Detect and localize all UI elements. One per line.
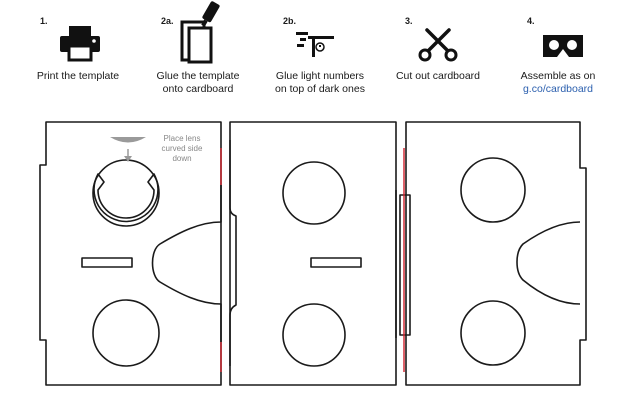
lens-instruction-line: Place lens — [163, 134, 201, 143]
cardboard-viewer-icon — [543, 35, 583, 57]
step-1-label: Print the template — [37, 70, 119, 83]
template-panel-middle — [229, 121, 397, 386]
printer-icon — [60, 26, 100, 62]
step-2b-label-line: on top of dark ones — [275, 83, 365, 95]
step-2a-number: 2a. — [161, 16, 174, 26]
step-3-label: Cut out cardboard — [396, 70, 480, 83]
lens-hole-right-bottom — [460, 300, 526, 366]
step-4-label-line: Assemble as on — [520, 70, 596, 82]
inner-tab-left — [229, 140, 237, 366]
glue-icon — [180, 1, 220, 64]
step-2b-label-line: Glue light numbers — [275, 70, 365, 82]
nose-cutout-middle — [151, 185, 222, 342]
template-panel-right — [405, 121, 587, 386]
step-1-label-line: Print the template — [36, 70, 120, 82]
step-2a-label: Glue the template onto cardboard — [157, 70, 240, 96]
scissors-icon — [418, 28, 458, 62]
lens-instruction-line: down — [172, 154, 192, 163]
slot-middle — [310, 257, 362, 268]
step-4-label: Assemble as on g.co/cardboard — [521, 70, 596, 96]
layers-icon — [296, 32, 334, 57]
lens-hole-bottom — [92, 299, 160, 367]
lens-hole-mid-top — [282, 161, 346, 225]
slot-left — [81, 257, 133, 268]
inner-tab-right — [395, 190, 411, 338]
lens-hole-right-top — [460, 157, 526, 223]
cardboard-link[interactable]: g.co/cardboard — [522, 83, 594, 95]
lens-instruction-line: curved side — [161, 144, 203, 153]
step-3-label-line: Cut out cardboard — [395, 70, 481, 82]
nose-cutout-right — [516, 221, 581, 305]
step-4-number: 4. — [527, 16, 535, 26]
step-1-number: 1. — [40, 16, 48, 26]
step-2b-label: Glue light numbers on top of dark ones — [275, 70, 365, 96]
lens-marker — [110, 137, 146, 143]
lens-hole-top — [92, 159, 160, 227]
arrow-down-head — [124, 156, 132, 162]
step-2b-number: 2b. — [283, 16, 297, 26]
step-2a-label-line: Glue the template — [156, 70, 240, 82]
lens-instruction: Place lens curved side down — [152, 134, 212, 164]
lens-hole-mid-bottom — [282, 303, 346, 367]
step-2a-label-line: onto cardboard — [162, 83, 234, 95]
lens-cutout-top — [93, 173, 159, 223]
step-3-number: 3. — [405, 16, 413, 26]
